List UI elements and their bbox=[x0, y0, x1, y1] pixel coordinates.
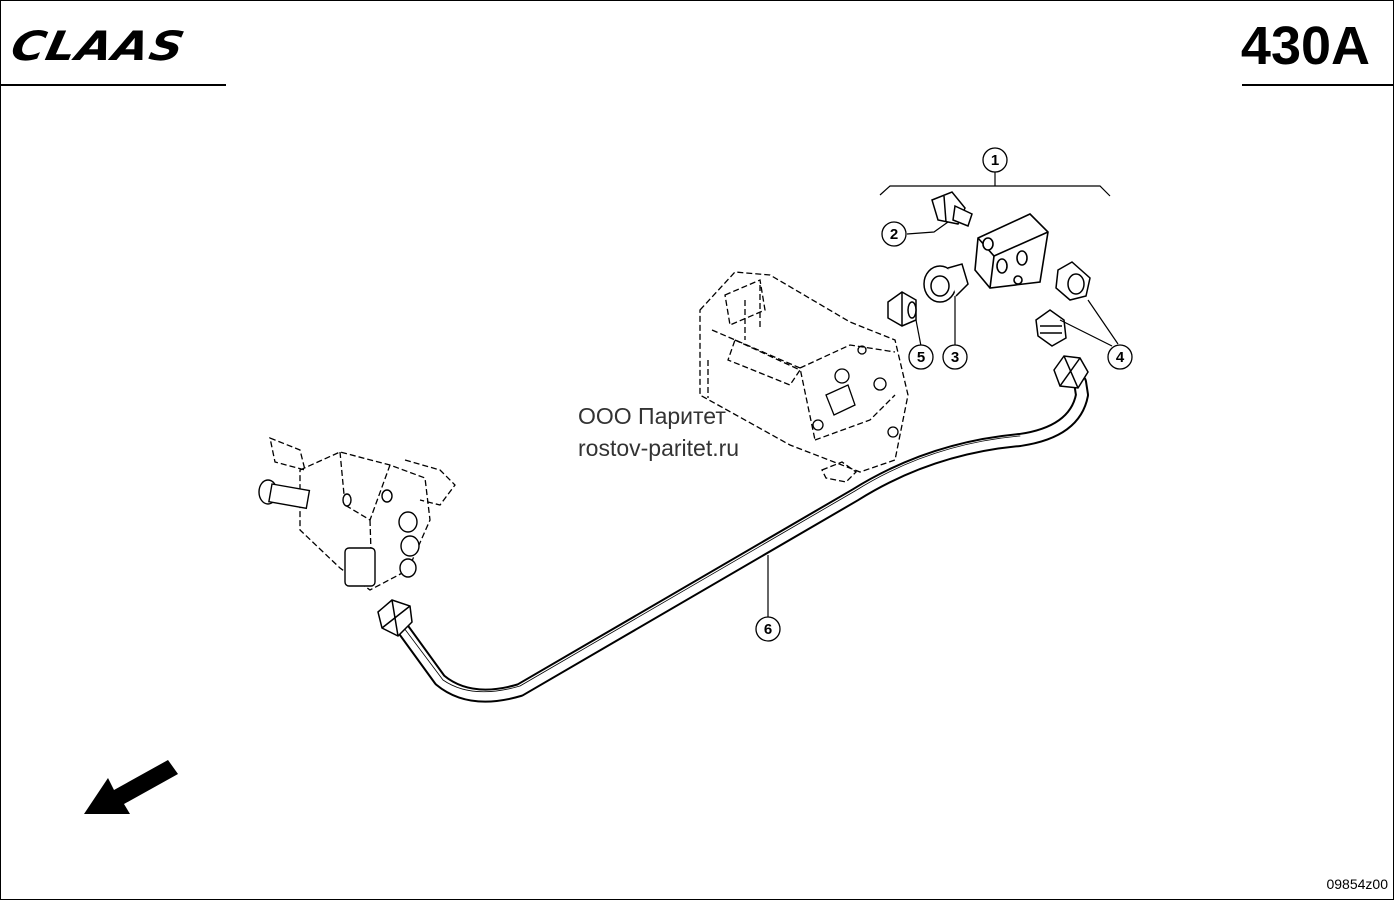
svg-text:2: 2 bbox=[890, 226, 898, 243]
watermark: ООО Паритет rostov-paritet.ru bbox=[578, 400, 739, 464]
leader-lines bbox=[767, 172, 1119, 617]
page-code: 430A bbox=[1240, 16, 1370, 76]
hydraulic-pump-outline bbox=[699, 271, 909, 483]
fitting-part-3 bbox=[923, 263, 969, 303]
fitting-part-4-lower bbox=[1035, 309, 1067, 347]
callout-5: 5 bbox=[908, 344, 934, 370]
header-rule-left bbox=[0, 84, 226, 86]
control-valve-fittings bbox=[258, 479, 420, 587]
fitting-part-4-upper bbox=[1055, 261, 1091, 301]
callout-2: 2 bbox=[881, 221, 907, 247]
callout-6: 6 bbox=[755, 616, 781, 642]
callout-3: 3 bbox=[942, 344, 968, 370]
svg-text:4: 4 bbox=[1116, 349, 1125, 366]
hydraulic-pump-details bbox=[812, 345, 899, 438]
drawing-number: 09854z00 bbox=[1326, 876, 1388, 892]
fitting-part-2 bbox=[931, 191, 973, 227]
svg-text:6: 6 bbox=[764, 621, 772, 638]
watermark-line-1: ООО Паритет bbox=[578, 403, 726, 429]
fitting-part-5 bbox=[887, 291, 917, 327]
watermark-line-2: rostov-paritet.ru bbox=[578, 435, 740, 461]
svg-text:3: 3 bbox=[951, 349, 959, 366]
pipe-nut-right bbox=[1053, 355, 1089, 389]
svg-text:5: 5 bbox=[917, 349, 925, 366]
svg-text:1: 1 bbox=[991, 152, 999, 169]
pipe-nut-left bbox=[377, 599, 413, 637]
forward-arrow-icon bbox=[84, 760, 178, 814]
callout-4: 4 bbox=[1107, 344, 1133, 370]
header-rule-right bbox=[1242, 84, 1394, 86]
hydraulic-pipe bbox=[388, 375, 1089, 703]
callout-1: 1 bbox=[982, 147, 1008, 173]
tee-block bbox=[974, 213, 1049, 289]
